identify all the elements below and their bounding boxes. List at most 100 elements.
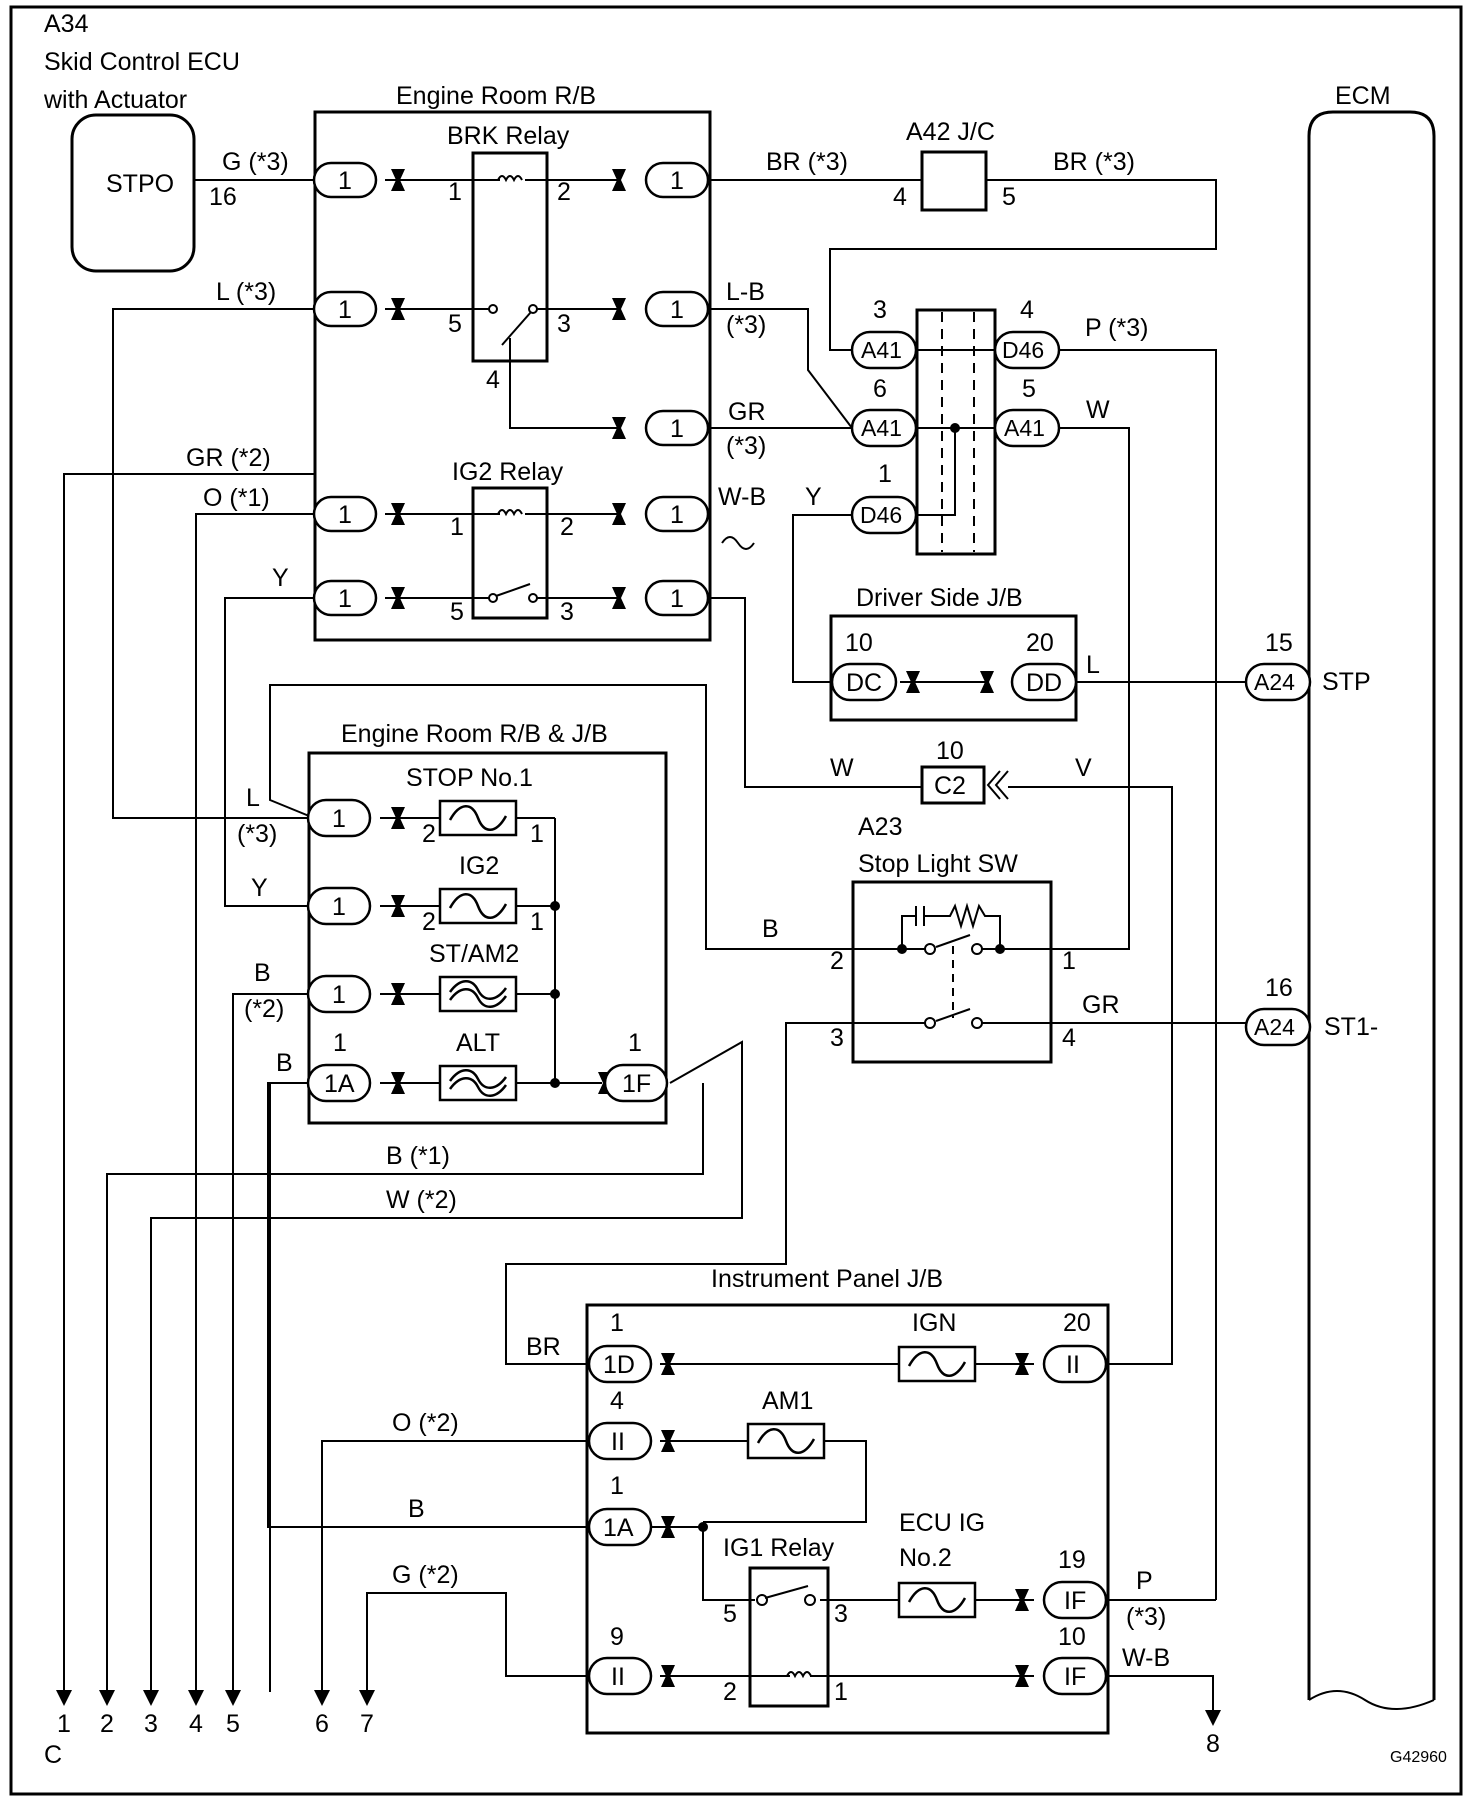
rbjb-connectors — [306, 798, 669, 1103]
a42-pin-l: 4 — [893, 183, 907, 211]
ip-conn-ii-4: II — [611, 1428, 625, 1456]
wires-junction — [708, 308, 1217, 1600]
svg-text:1: 1 — [610, 1472, 624, 1500]
svg-text:2: 2 — [560, 513, 574, 541]
rbjb-conn-1a: 1 — [332, 805, 346, 833]
svg-text:3: 3 — [873, 296, 887, 324]
svg-text:2: 2 — [422, 820, 436, 848]
svg-text:2: 2 — [830, 947, 844, 975]
wire-gr-sw: GR — [1082, 991, 1120, 1019]
rbjb-conn-1c: 1 — [332, 981, 346, 1009]
svg-text:3: 3 — [834, 1600, 848, 1628]
stop-sw-internals — [855, 902, 1049, 1024]
stop-sw-code: A23 — [858, 813, 902, 841]
wire-gr-note: (*3) — [726, 432, 766, 460]
svg-text:1: 1 — [450, 513, 464, 541]
a34-name-2: with Actuator — [43, 86, 187, 114]
wire-y-rb: Y — [272, 564, 289, 592]
rb-conn-1b: 1 — [338, 296, 352, 324]
brk-relay-label: BRK Relay — [447, 122, 570, 150]
driver-jb-conn-dd: DD — [1026, 669, 1062, 697]
ip-conn-ii-9: II — [611, 1663, 625, 1691]
svg-text:1: 1 — [628, 1029, 642, 1057]
ecm-st1-pin: 16 — [1265, 974, 1293, 1002]
ecm-box — [1307, 110, 1436, 1700]
svg-text:1: 1 — [530, 908, 544, 936]
ecm-st1-label: ST1- — [1324, 1013, 1378, 1041]
stop-sw-title: Stop Light SW — [858, 850, 1018, 878]
wire-g3: G (*3) — [222, 148, 289, 176]
wire-lb: L-B — [726, 278, 765, 306]
a34-code: A34 — [44, 10, 89, 38]
wire-l3: L (*3) — [216, 278, 276, 306]
svg-text:2: 2 — [723, 1678, 737, 1706]
svg-text:1: 1 — [834, 1678, 848, 1706]
a34-ecu-box — [70, 113, 196, 273]
svg-text:1: 1 — [878, 460, 892, 488]
driver-jb-box — [829, 614, 1078, 722]
conn-d46-1: D46 — [860, 502, 902, 528]
output-2: 2 — [100, 1710, 114, 1738]
rb-conn-1f: 1 — [670, 296, 684, 324]
wires-main — [63, 308, 1214, 1710]
ig2-relay-box — [471, 486, 549, 620]
wire-b-note: (*2) — [244, 995, 284, 1023]
rb-conn-1h: 1 — [670, 501, 684, 529]
driver-jb-conn-dc: DC — [846, 669, 882, 697]
wire-wb-ip: W-B — [1122, 1644, 1170, 1672]
rbjb-box — [307, 751, 668, 1125]
a42-pin-r: 5 — [1002, 183, 1016, 211]
svg-text:5: 5 — [448, 310, 462, 338]
output-5: 5 — [226, 1710, 240, 1738]
svg-text:6: 6 — [873, 375, 887, 403]
diagram-id: G42960 — [1390, 1749, 1447, 1766]
junction-connectors — [850, 330, 1061, 535]
a34-name-1: Skid Control ECU — [44, 48, 240, 76]
svg-text:9: 9 — [610, 1623, 624, 1651]
stop-sw-box — [851, 880, 1053, 1064]
svg-text:5: 5 — [450, 598, 464, 626]
wire-wb-a: W-B — [718, 483, 766, 511]
output-4: 4 — [189, 1710, 203, 1738]
wire-w-a: W — [1086, 396, 1110, 424]
svg-text:3: 3 — [557, 310, 571, 338]
engine-rb-box — [313, 110, 712, 642]
output-7: 7 — [360, 1710, 374, 1738]
svg-text:1: 1 — [333, 1029, 347, 1057]
a42-title: A42 J/C — [906, 118, 995, 146]
rb-conn-1e: 1 — [670, 167, 684, 195]
rbjb-conn-1f: 1F — [622, 1070, 651, 1098]
ig1-relay-label: IG1 Relay — [723, 1534, 835, 1562]
fuse-ecuig-label-2: No.2 — [899, 1544, 952, 1572]
rbjb-title: Engine Room R/B & J/B — [341, 720, 608, 748]
ecm-st1-conn: A24 — [1254, 1014, 1295, 1040]
rbjb-conn-1a-alt: 1A — [324, 1070, 355, 1098]
fuse-alt-label: ALT — [456, 1029, 500, 1057]
driver-jb-title: Driver Side J/B — [856, 584, 1023, 612]
rbjb-conn-1b: 1 — [332, 893, 346, 921]
wire-b-sw: B — [762, 915, 779, 943]
wire-br3-a: BR (*3) — [766, 148, 848, 176]
wire-br3-b: BR (*3) — [1053, 148, 1135, 176]
rb-conn-1a: 1 — [338, 167, 352, 195]
c2-box — [920, 765, 986, 805]
wire-p3: P (*3) — [1085, 314, 1148, 342]
ecm-stp-conn: A24 — [1254, 669, 1295, 695]
svg-text:4: 4 — [1062, 1024, 1076, 1052]
rb-conn-1i: 1 — [670, 585, 684, 613]
page-frame — [9, 5, 1463, 1796]
svg-text:1: 1 — [1062, 947, 1076, 975]
wire-b-1a: B — [276, 1049, 293, 1077]
fuse-ign-label: IGN — [912, 1309, 956, 1337]
svg-text:2: 2 — [422, 908, 436, 936]
svg-text:4: 4 — [486, 366, 500, 394]
engine-rb-wiring — [385, 175, 618, 603]
fuse-am1-label: AM1 — [762, 1387, 813, 1415]
ip-conn-if-10: IF — [1064, 1663, 1086, 1691]
engine-rb-title: Engine Room R/B — [396, 82, 596, 110]
wire-g2: G (*2) — [392, 1561, 459, 1589]
wire-l-note: (*3) — [237, 820, 277, 848]
conn-a41-6: A41 — [861, 415, 902, 441]
c2-conn: C2 — [934, 772, 966, 800]
